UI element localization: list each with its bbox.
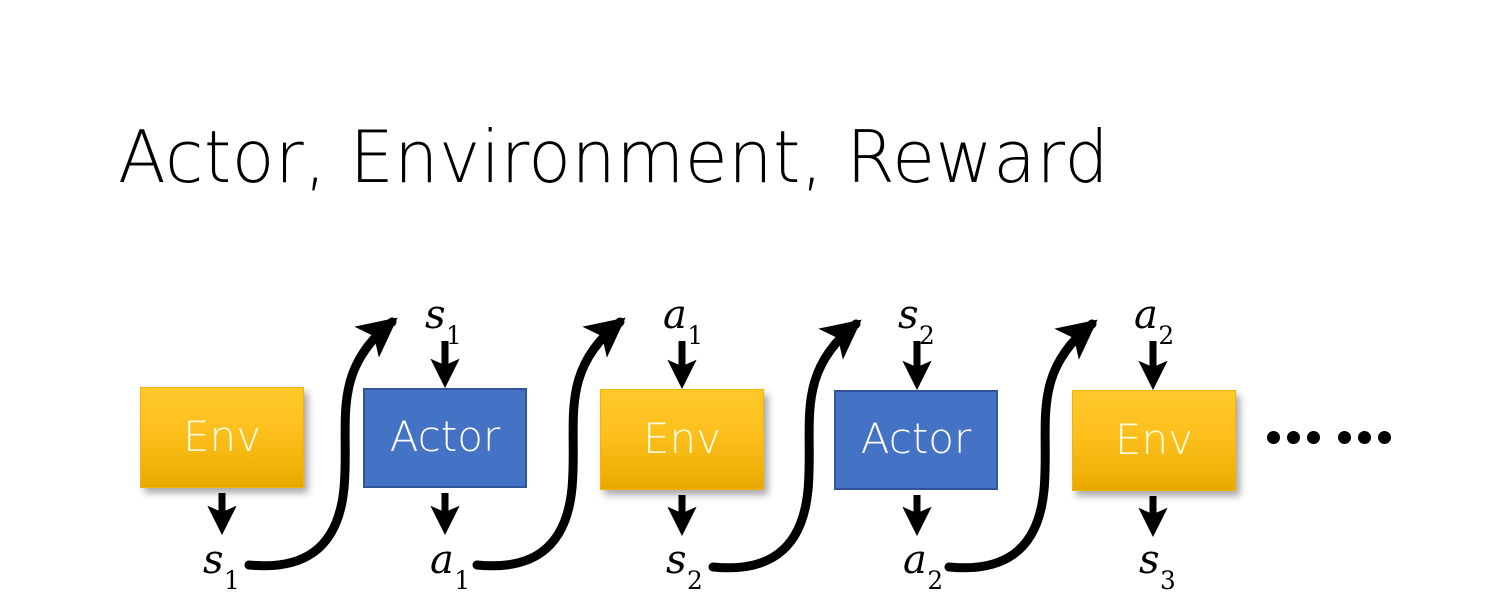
ellipsis-gap: [1327, 437, 1331, 438]
ellipsis-dot: [1338, 431, 1351, 444]
label-top-a1: a1: [663, 292, 703, 348]
label-bottom-a2: a2: [903, 537, 943, 593]
node-label: Actor: [860, 414, 972, 463]
label-base: s: [203, 537, 224, 583]
label-bottom-s1: s1: [203, 537, 240, 593]
label-subscript: 2: [927, 566, 944, 596]
ellipsis-icon: [1267, 431, 1391, 444]
label-bottom-s2: s2: [666, 537, 703, 593]
node-label: Env: [1114, 414, 1193, 464]
label-top-s1: s1: [425, 292, 462, 348]
node-label: Env: [642, 413, 721, 463]
label-subscript: 2: [687, 566, 703, 596]
label-base: a: [663, 292, 687, 338]
label-base: s: [425, 292, 446, 338]
ellipsis-dot: [1358, 431, 1371, 444]
node-env-3[interactable]: Env: [1072, 390, 1236, 491]
label-base: s: [898, 292, 919, 338]
label-base: s: [1139, 537, 1160, 583]
curve-s2-to-top: [708, 319, 862, 573]
label-top-s2: s2: [898, 292, 935, 348]
node-actor-1[interactable]: Actor: [363, 388, 527, 488]
label-subscript: 1: [687, 321, 704, 351]
label-base: a: [1134, 292, 1158, 338]
node-actor-2[interactable]: Actor: [834, 390, 998, 490]
ellipsis-dot: [1287, 431, 1300, 444]
node-env-2[interactable]: Env: [600, 389, 764, 490]
curve-a1-to-top: [472, 317, 626, 571]
label-base: s: [666, 537, 687, 583]
label-top-a2: a2: [1134, 292, 1174, 348]
ellipsis-dot: [1307, 431, 1320, 444]
label-subscript: 1: [446, 321, 462, 351]
label-subscript: 2: [1158, 321, 1175, 351]
node-label: Env: [182, 411, 261, 461]
curve-s1-to-top: [244, 317, 398, 571]
label-bottom-s3: s3: [1139, 537, 1176, 593]
label-subscript: 1: [224, 566, 240, 596]
label-subscript: 1: [454, 566, 471, 596]
label-subscript: 2: [919, 321, 935, 351]
label-bottom-a1: a1: [430, 537, 470, 593]
page-title: Actor, Environment, Reward: [118, 115, 1110, 199]
node-label: Actor: [389, 412, 501, 461]
node-env-1[interactable]: Env: [140, 387, 304, 488]
ellipsis-dot: [1267, 431, 1280, 444]
label-base: a: [430, 537, 454, 583]
label-base: a: [903, 537, 927, 583]
label-subscript: 3: [1160, 566, 1176, 596]
ellipsis-dot: [1378, 431, 1391, 444]
curve-a2-to-top: [944, 319, 1098, 573]
